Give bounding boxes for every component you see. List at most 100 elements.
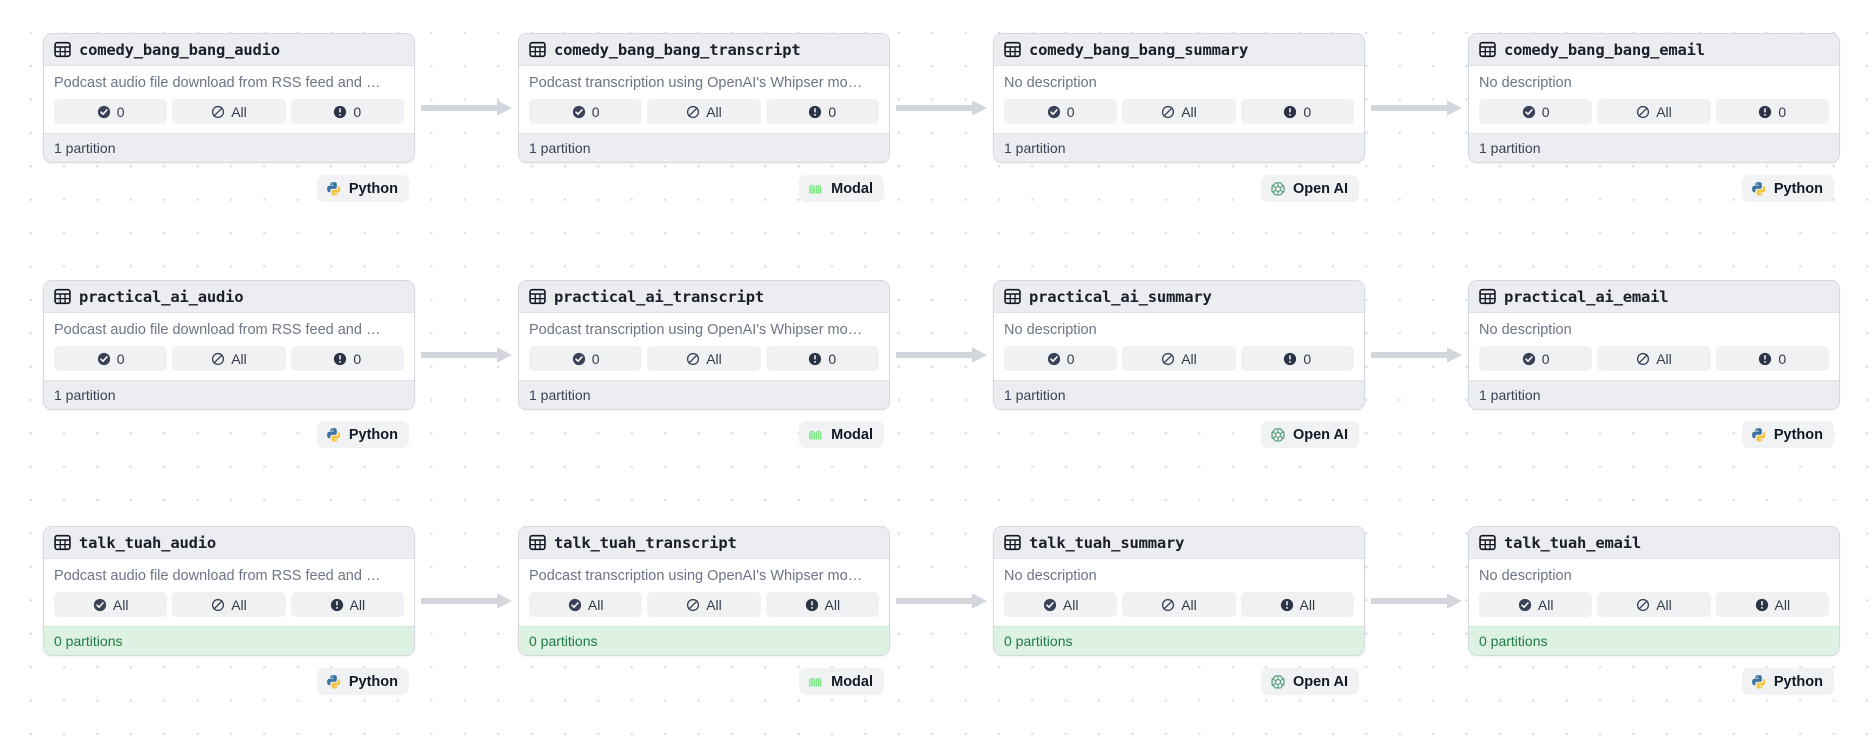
asset-chip[interactable]: 0 [1240, 99, 1354, 124]
asset-node-header[interactable]: practical_ai_audio [44, 281, 414, 313]
asset-chip[interactable]: 0 [1479, 99, 1593, 124]
asset-node[interactable]: practical_ai_transcript Podcast transcri… [518, 280, 890, 410]
asset-chip-value: 0 [353, 103, 362, 120]
asset-chip[interactable]: All [1122, 592, 1236, 617]
compute-kind-tag[interactable]: Python [1741, 421, 1834, 448]
asset-node-header[interactable]: comedy_bang_bang_audio [44, 34, 414, 66]
asset-chip[interactable]: 0 [1240, 346, 1354, 371]
asset-chip[interactable]: 0 [54, 346, 168, 371]
asset-node-description: No description [1479, 75, 1572, 91]
asset-chip[interactable]: All [765, 592, 879, 617]
asset-chip[interactable]: 0 [1004, 99, 1118, 124]
check-circle-icon [1522, 352, 1535, 365]
asset-node-title: practical_ai_summary [1029, 287, 1212, 306]
compute-kind-tag[interactable]: Modal [799, 175, 884, 202]
asset-chip-value: All [587, 596, 604, 613]
asset-chip[interactable]: All [1597, 346, 1711, 371]
asset-node-description: No description [1479, 568, 1572, 584]
table-icon [529, 288, 546, 305]
asset-chip[interactable]: 0 [1715, 99, 1829, 124]
asset-chip-value: All [1181, 350, 1197, 367]
asset-chip[interactable]: 0 [529, 99, 643, 124]
asset-node[interactable]: comedy_bang_bang_audio Podcast audio fil… [43, 33, 415, 163]
compute-kind-tag[interactable]: Python [1741, 668, 1834, 695]
asset-chip[interactable]: 0 [765, 99, 879, 124]
compute-kind-tag[interactable]: Open AI [1260, 668, 1359, 695]
asset-chip[interactable]: 0 [1715, 346, 1829, 371]
asset-chip[interactable]: 0 [290, 346, 404, 371]
asset-node-description: Podcast audio file download from RSS fee… [54, 322, 381, 338]
asset-node-footer: 1 partition [519, 133, 889, 162]
asset-chip[interactable]: All [1122, 99, 1236, 124]
compute-kind-tag[interactable]: Python [316, 668, 409, 695]
asset-chip[interactable]: All [54, 592, 168, 617]
asset-node-header[interactable]: comedy_bang_bang_email [1469, 34, 1839, 66]
asset-node[interactable]: practical_ai_audio Podcast audio file do… [43, 280, 415, 410]
asset-node-header[interactable]: talk_tuah_summary [994, 527, 1364, 559]
exclamation-circle-icon [809, 352, 822, 365]
compute-kind-tag[interactable]: Modal [799, 421, 884, 448]
asset-node[interactable]: talk_tuah_audio Podcast audio file downl… [43, 526, 415, 656]
asset-node-header[interactable]: practical_ai_summary [994, 281, 1364, 313]
asset-chip-row: All All All [1479, 592, 1829, 617]
asset-chip[interactable]: All [172, 592, 286, 617]
asset-node-description: Podcast transcription using OpenAI's Whi… [529, 568, 863, 584]
compute-kind-tag[interactable]: Modal [799, 668, 884, 695]
asset-chip[interactable]: 0 [529, 346, 643, 371]
asset-node-header[interactable]: comedy_bang_bang_transcript [519, 34, 889, 66]
asset-chip[interactable]: 0 [1004, 346, 1118, 371]
asset-chip[interactable]: 0 [765, 346, 879, 371]
table-icon [54, 288, 71, 305]
asset-node-header[interactable]: practical_ai_email [1469, 281, 1839, 313]
asset-chip[interactable]: All [1597, 592, 1711, 617]
asset-node[interactable]: talk_tuah_email No description All All [1468, 526, 1840, 656]
asset-chip[interactable]: All [647, 99, 761, 124]
asset-node-title: comedy_bang_bang_transcript [554, 40, 801, 59]
asset-chip[interactable]: All [172, 99, 286, 124]
asset-node-footer: 1 partition [994, 133, 1364, 162]
asset-chip[interactable]: All [1004, 592, 1118, 617]
asset-node-description: No description [1004, 75, 1097, 91]
compute-kind-tag[interactable]: Open AI [1260, 175, 1359, 202]
asset-chip[interactable]: All [1240, 592, 1354, 617]
exclamation-circle-icon [805, 598, 818, 611]
asset-node-header[interactable]: talk_tuah_audio [44, 527, 414, 559]
asset-node[interactable]: talk_tuah_summary No description All All [993, 526, 1365, 656]
asset-chip-value: All [706, 350, 722, 367]
asset-chip-value: 0 [828, 350, 837, 367]
asset-chip[interactable]: All [647, 592, 761, 617]
compute-kind-label: Python [348, 426, 398, 443]
asset-chip[interactable]: All [1597, 99, 1711, 124]
asset-node[interactable]: talk_tuah_transcript Podcast transcripti… [518, 526, 890, 656]
asset-node-header[interactable]: practical_ai_transcript [519, 281, 889, 313]
asset-chip[interactable]: All [1479, 592, 1593, 617]
compute-kind-tag[interactable]: Python [316, 421, 409, 448]
asset-node-header[interactable]: talk_tuah_email [1469, 527, 1839, 559]
compute-kind-tag[interactable]: Python [1741, 175, 1834, 202]
exclamation-circle-icon [1280, 598, 1293, 611]
asset-node-header[interactable]: comedy_bang_bang_summary [994, 34, 1364, 66]
asset-chip[interactable]: All [1715, 592, 1829, 617]
asset-chip[interactable]: 0 [290, 99, 404, 124]
asset-chip[interactable]: All [172, 346, 286, 371]
asset-chip[interactable]: All [529, 592, 643, 617]
compute-kind-tag[interactable]: Open AI [1260, 421, 1359, 448]
asset-chip-row: All All All [1004, 592, 1354, 617]
asset-node-header[interactable]: talk_tuah_transcript [519, 527, 889, 559]
asset-chip[interactable]: All [290, 592, 404, 617]
asset-node[interactable]: comedy_bang_bang_email No description 0 … [1468, 33, 1840, 163]
asset-chip[interactable]: 0 [54, 99, 168, 124]
asset-node[interactable]: comedy_bang_bang_summary No description … [993, 33, 1365, 163]
compute-kind-tag[interactable]: Python [316, 175, 409, 202]
python-logo-icon [326, 181, 341, 196]
asset-chip[interactable]: 0 [1479, 346, 1593, 371]
asset-node[interactable]: practical_ai_summary No description 0 Al… [993, 280, 1365, 410]
asset-chip[interactable]: All [647, 346, 761, 371]
asset-chip[interactable]: All [1122, 346, 1236, 371]
edge-arrow [896, 592, 987, 610]
asset-node-footer: 0 partitions [994, 626, 1364, 655]
asset-node[interactable]: practical_ai_email No description 0 All [1468, 280, 1840, 410]
asset-node[interactable]: comedy_bang_bang_transcript Podcast tran… [518, 33, 890, 163]
slash-circle-icon [1637, 598, 1650, 611]
